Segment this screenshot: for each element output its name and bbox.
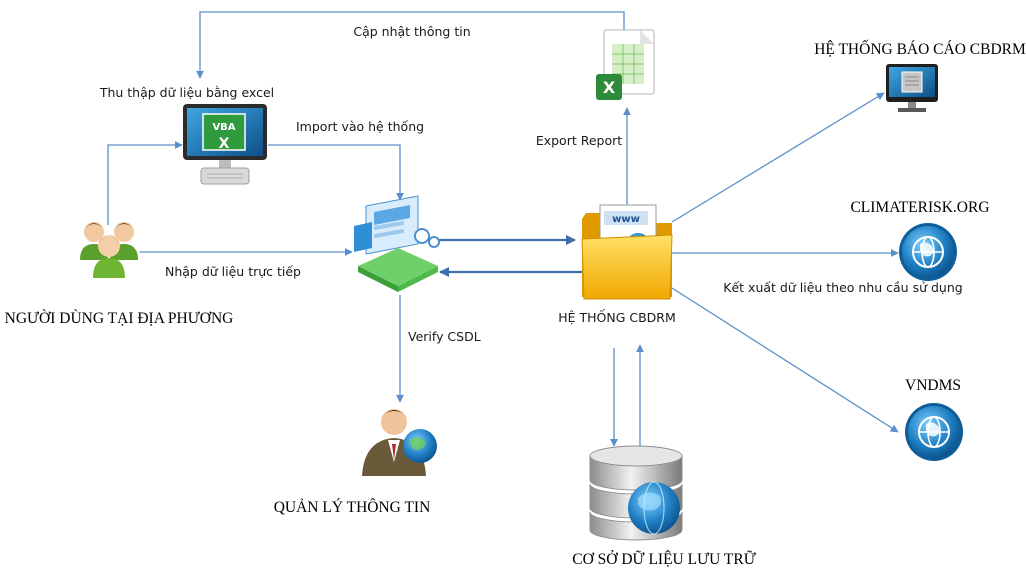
info-manager-label: QUẢN LÝ THÔNG TIN xyxy=(274,499,431,516)
excel-report-icon: X xyxy=(596,29,655,100)
direct-input-label: Nhập dữ liệu trực tiếp xyxy=(165,264,301,279)
climaterisk-label: CLIMATERISK.ORG xyxy=(850,199,989,216)
folder-www-icon: www xyxy=(581,204,673,300)
storage-db-label: CƠ SỞ DỮ LIỆU LƯU TRỮ xyxy=(572,551,755,568)
connectors xyxy=(107,11,899,447)
vba-x-letter: X xyxy=(219,136,230,152)
manager-person-icon xyxy=(362,409,437,476)
verify-db-label: Verify CSDL xyxy=(408,329,481,344)
to-vndms-arrow xyxy=(671,287,899,433)
database-globe-icon xyxy=(589,445,683,541)
vba-monitor-icon: VBA X xyxy=(183,104,267,185)
vba-icon-text: VBA xyxy=(212,122,235,133)
globe-icon xyxy=(899,223,957,281)
cbdrm-system-label: HỆ THỐNG CBDRM xyxy=(558,309,676,325)
local-users-label: NGƯỜI DÙNG TẠI ĐỊA PHƯƠNG xyxy=(5,310,234,327)
export-report-label: Export Report xyxy=(536,133,622,148)
users-to-vba-arrow xyxy=(107,141,183,225)
globe-icon xyxy=(905,403,963,461)
vba-to-import-arrow xyxy=(268,144,404,201)
import-system-label: Import vào hệ thống xyxy=(296,119,424,134)
report-system-label: HỆ THỐNG BÁO CÁO CBDRM xyxy=(814,40,1026,58)
report-monitor-icon xyxy=(886,64,938,112)
users-group-icon xyxy=(80,222,138,278)
excel-x-letter: X xyxy=(603,78,616,97)
www-text: www xyxy=(612,214,640,225)
vndms-label: VNDMS xyxy=(905,377,961,394)
import-app-icon xyxy=(354,195,440,292)
to-report-system-arrow xyxy=(671,92,885,223)
export-data-label: Kết xuất dữ liệu theo nhu cầu sử dụng xyxy=(723,280,962,295)
update-info-label: Cập nhật thông tin xyxy=(353,24,470,39)
labels: Cập nhật thông tin Thu thập dữ liệu bằng… xyxy=(5,24,1026,568)
update-info-arrow xyxy=(196,11,625,79)
collect-excel-label: Thu thập dữ liệu bằng excel xyxy=(99,85,274,100)
